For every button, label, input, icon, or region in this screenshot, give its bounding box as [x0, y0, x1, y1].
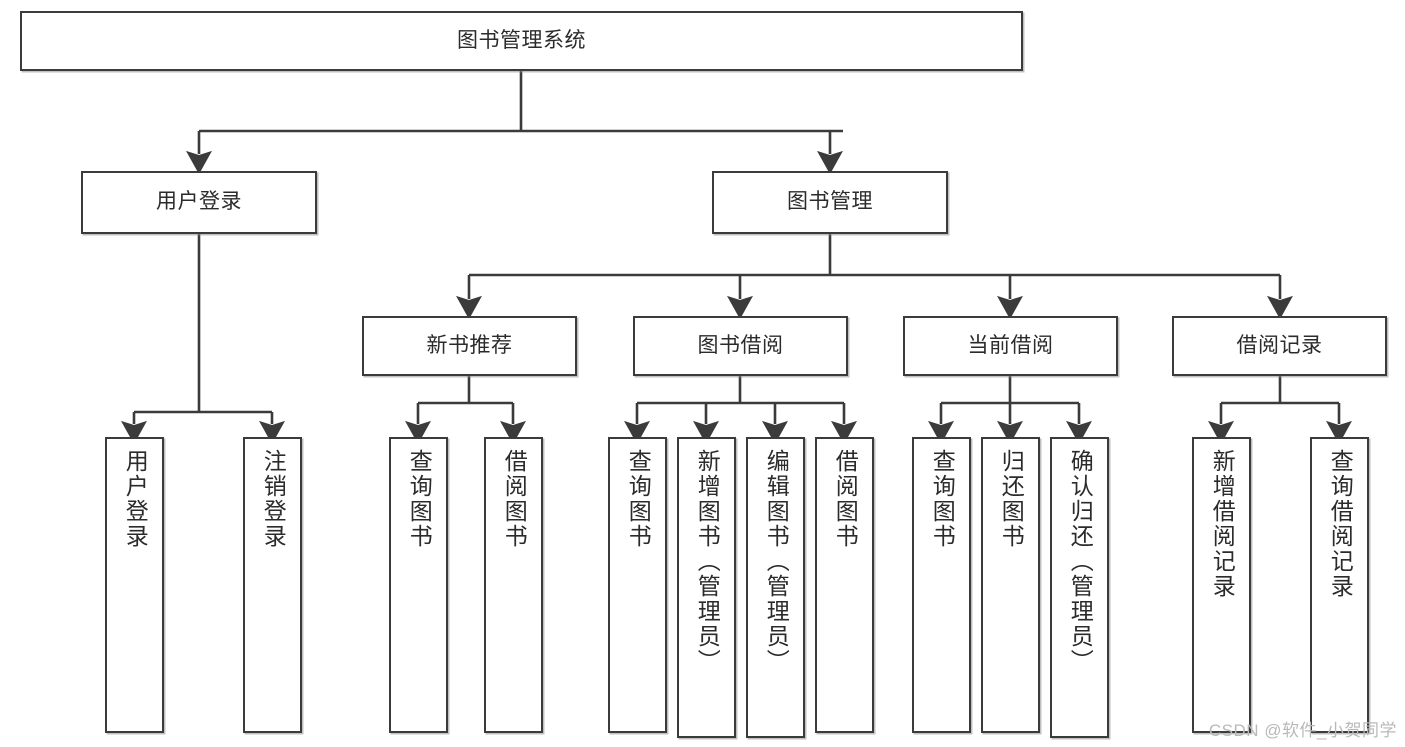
node-label: 新增图书（管理员）: [694, 449, 721, 674]
node-leaf-edit-book-admin[interactable]: 编辑图书（管理员）: [746, 437, 805, 738]
node-label: 确认归还（管理员）: [1067, 449, 1094, 674]
node-leaf-logout[interactable]: 注销登录: [243, 437, 302, 733]
node-user-login[interactable]: 用户登录: [81, 171, 317, 234]
node-leaf-query-borrow-record[interactable]: 查询借阅记录: [1310, 437, 1369, 733]
node-label: 当前借阅: [967, 333, 1054, 357]
node-leaf-query-books-current[interactable]: 查询图书: [912, 437, 971, 733]
node-label: 用户登录: [122, 449, 149, 549]
node-current-borrowing[interactable]: 当前借阅: [903, 316, 1118, 376]
watermark-text: CSDN @软件_小贺同学: [1208, 721, 1397, 740]
node-label: 编辑图书（管理员）: [763, 449, 790, 674]
node-borrowing-records[interactable]: 借阅记录: [1172, 316, 1387, 376]
node-label: 新书推荐: [426, 333, 513, 357]
node-label: 注销登录: [260, 449, 287, 549]
node-label: 归还图书: [998, 449, 1025, 549]
node-leaf-borrow-books-newbook[interactable]: 借阅图书: [484, 437, 543, 733]
node-label: 查询图书: [406, 449, 433, 549]
node-label: 借阅图书: [501, 449, 528, 549]
node-leaf-confirm-return-admin[interactable]: 确认归还（管理员）: [1050, 437, 1109, 738]
node-leaf-user-login[interactable]: 用户登录: [105, 437, 164, 733]
node-label: 查询图书: [625, 449, 652, 549]
node-label: 图书借阅: [697, 333, 784, 357]
node-label: 新增借阅记录: [1209, 449, 1236, 599]
node-root-book-management-system[interactable]: 图书管理系统: [20, 11, 1023, 71]
node-label: 图书管理: [787, 190, 873, 214]
node-new-book-recommendation[interactable]: 新书推荐: [362, 316, 577, 376]
node-leaf-borrow-books-borrow[interactable]: 借阅图书: [815, 437, 874, 733]
node-label: 借阅图书: [832, 449, 859, 549]
node-leaf-query-books-newbook[interactable]: 查询图书: [389, 437, 448, 733]
node-label: 借阅记录: [1236, 333, 1323, 357]
node-book-management[interactable]: 图书管理: [712, 171, 948, 234]
node-leaf-add-borrow-record[interactable]: 新增借阅记录: [1192, 437, 1251, 733]
node-leaf-query-books-borrow[interactable]: 查询图书: [608, 437, 667, 733]
node-leaf-return-books[interactable]: 归还图书: [981, 437, 1040, 733]
node-label: 图书管理系统: [457, 28, 586, 52]
node-label: 查询图书: [929, 449, 956, 549]
node-leaf-add-book-admin[interactable]: 新增图书（管理员）: [677, 437, 736, 738]
node-label: 查询借阅记录: [1327, 449, 1354, 599]
node-label: 用户登录: [156, 190, 242, 214]
node-book-borrowing[interactable]: 图书借阅: [633, 316, 848, 376]
